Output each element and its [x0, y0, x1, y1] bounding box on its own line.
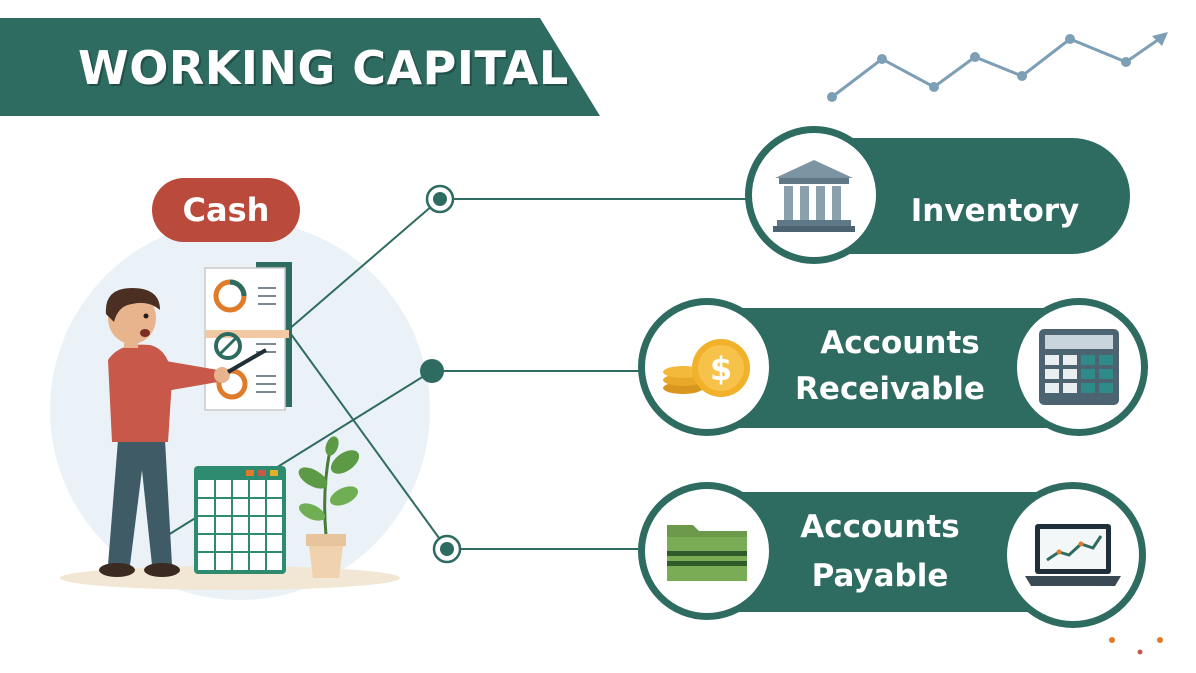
trend-chart-icon: [827, 32, 1168, 102]
coins-dollar-icon: $: [663, 339, 750, 397]
presenter-person-icon: [99, 288, 268, 577]
accounts-payable-label-line1: Accounts: [800, 509, 960, 545]
title-banner: [0, 18, 600, 116]
bank-building-icon: [773, 160, 855, 232]
accounts-receivable-right-badge: [1010, 298, 1148, 436]
cash-label: Cash: [182, 191, 270, 229]
page-title: WORKING CAPITAL: [78, 41, 569, 95]
svg-text:$: $: [710, 350, 732, 388]
inventory-badge: [745, 126, 883, 264]
potted-plant-icon: [298, 436, 360, 578]
connector-nodes: [420, 184, 462, 564]
accounts-receivable-left-badge: $: [638, 298, 776, 436]
accounts-payable-label-line2: Payable: [811, 558, 949, 594]
calculator-icon: [1039, 329, 1119, 405]
accounts-receivable-label-line1: Accounts: [820, 325, 980, 361]
clipboard-chart-icon: [204, 262, 292, 411]
laptop-chart-icon: [1025, 524, 1121, 586]
inventory-label: Inventory: [910, 193, 1080, 229]
calendar-icon: [194, 466, 286, 574]
folder-icon: [667, 525, 747, 581]
accounts-receivable-label-line2: Receivable: [795, 371, 985, 407]
accounts-payable-left-badge: [638, 482, 776, 620]
accounts-payable-right-badge: [1000, 482, 1146, 628]
connector-lines: [159, 198, 748, 550]
cash-pill: Cash: [152, 178, 300, 242]
